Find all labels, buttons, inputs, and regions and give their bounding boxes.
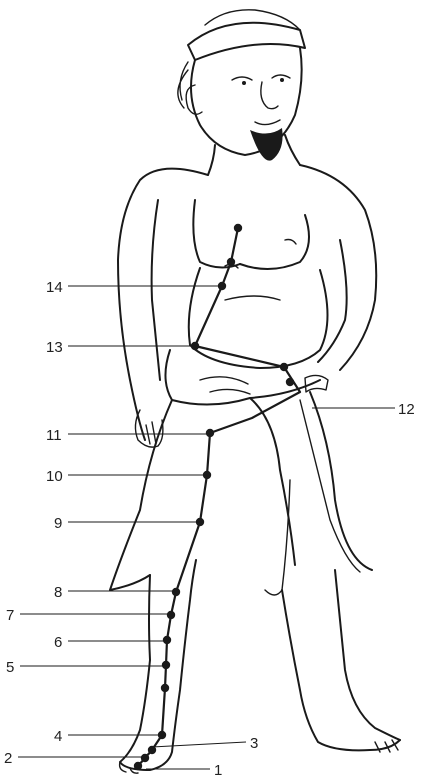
leader-lines	[18, 286, 395, 769]
point-marker	[234, 224, 242, 232]
point-marker	[134, 762, 142, 770]
point-label-9: 9	[54, 515, 62, 532]
human-figure-illustration	[110, 10, 400, 773]
leader-line	[152, 742, 246, 747]
point-label-10: 10	[46, 468, 63, 485]
point-marker	[206, 429, 214, 437]
point-label-13: 13	[46, 339, 63, 356]
point-marker	[227, 258, 235, 266]
point-marker	[167, 611, 175, 619]
point-label-2: 2	[4, 750, 12, 767]
point-marker	[172, 588, 180, 596]
point-marker	[163, 636, 171, 644]
point-marker	[161, 684, 169, 692]
point-label-6: 6	[54, 634, 62, 651]
point-marker	[280, 363, 288, 371]
point-label-14: 14	[46, 279, 63, 296]
point-label-8: 8	[54, 584, 62, 601]
point-marker	[162, 661, 170, 669]
point-label-11: 11	[46, 427, 62, 444]
point-label-7: 7	[6, 607, 14, 624]
point-label-1: 1	[214, 762, 222, 778]
point-label-5: 5	[6, 659, 14, 676]
point-label-12: 12	[398, 401, 415, 418]
point-label-3: 3	[250, 735, 258, 752]
point-label-4: 4	[54, 728, 62, 745]
point-marker	[286, 378, 294, 386]
point-marker	[141, 754, 149, 762]
